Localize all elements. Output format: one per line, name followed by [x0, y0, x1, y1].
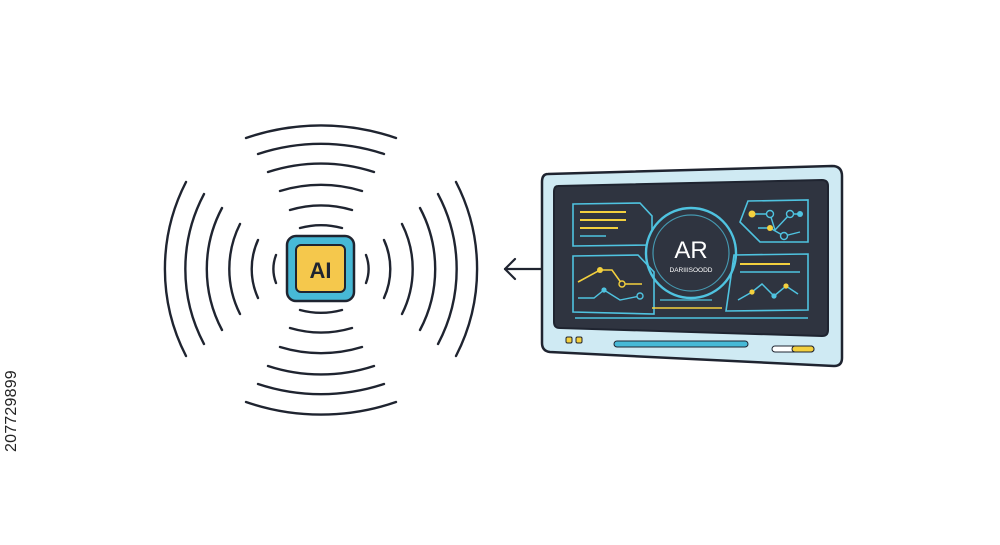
ai-chip-icon: AI — [285, 234, 356, 303]
stock-id: 207729899 — [3, 370, 20, 452]
bezel-indicators — [565, 336, 815, 353]
ar-subtitle: DARIIISOODD — [670, 267, 713, 274]
ar-title: AR — [674, 237, 707, 264]
circuit-panel — [572, 254, 655, 315]
chip-label: AI — [310, 258, 332, 283]
signal-waves-icon — [163, 124, 479, 416]
node-network-panel — [739, 199, 809, 243]
ar-badge: AR DARIIISOODD — [644, 206, 738, 300]
ar-tablet: AR DARIIISOODD — [540, 164, 844, 368]
chart-panel — [725, 253, 809, 312]
arrow-left-icon — [503, 257, 545, 281]
